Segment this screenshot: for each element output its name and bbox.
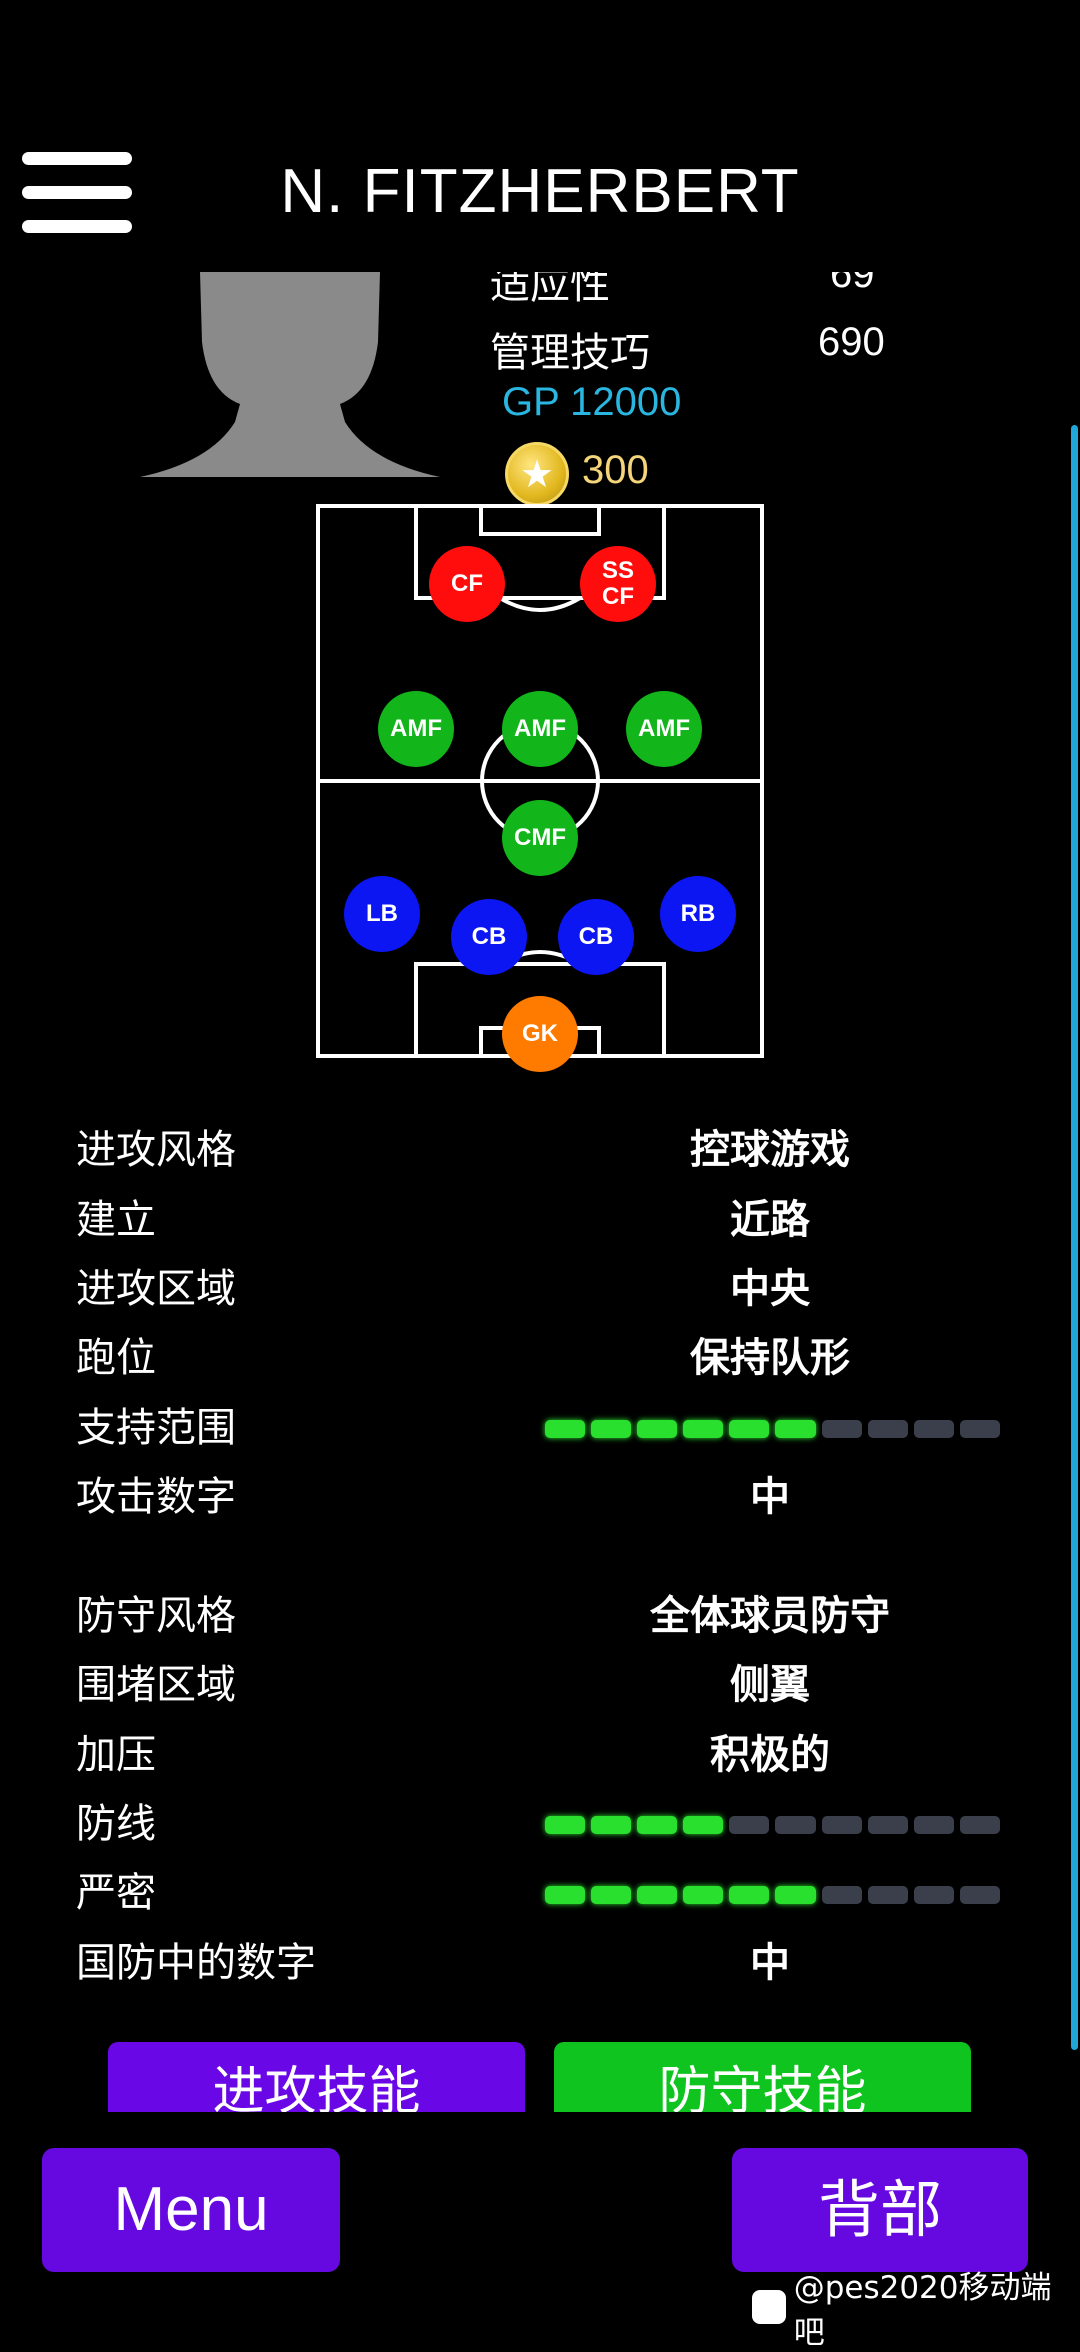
player-marker-lb[interactable]: LB bbox=[344, 876, 420, 952]
attack-style-label: 进攻风格 bbox=[76, 1127, 236, 1173]
positioning-value[interactable]: 保持队形 bbox=[690, 1335, 850, 1381]
compactness-bar[interactable] bbox=[545, 1886, 1000, 1904]
bar-segment bbox=[867, 1420, 908, 1438]
player-marker-cb[interactable]: CB bbox=[451, 899, 527, 975]
defensive-line-bar[interactable] bbox=[545, 1816, 1000, 1834]
player-marker-cf[interactable]: CF bbox=[429, 546, 505, 622]
bar-segment bbox=[637, 1420, 678, 1438]
pitch-lines bbox=[316, 504, 764, 1058]
stat-value-adaptability: 69 bbox=[830, 272, 875, 296]
menu-button[interactable]: Menu bbox=[42, 2148, 340, 2272]
bar-segment bbox=[821, 1886, 862, 1904]
buildup-value[interactable]: 近路 bbox=[730, 1197, 810, 1243]
attack-area-value[interactable]: 中央 bbox=[730, 1266, 810, 1312]
bar-segment bbox=[729, 1886, 770, 1904]
support-range-bar[interactable] bbox=[545, 1420, 1000, 1438]
support-range-label: 支持范围 bbox=[76, 1405, 236, 1451]
scrollbar[interactable] bbox=[1071, 425, 1078, 2050]
player-marker-amf[interactable]: AMF bbox=[626, 691, 702, 767]
attack-skills-button[interactable]: 进攻技能 bbox=[108, 2042, 525, 2112]
defense-skills-button[interactable]: 防守技能 bbox=[554, 2042, 971, 2112]
bar-segment bbox=[959, 1886, 1000, 1904]
bar-segment bbox=[775, 1420, 816, 1438]
player-avatar-silhouette bbox=[140, 272, 440, 477]
attack-area-label: 进攻区域 bbox=[76, 1266, 236, 1312]
stat-label-management: 管理技巧 bbox=[490, 330, 650, 376]
buildup-label: 建立 bbox=[76, 1197, 156, 1243]
bar-segment bbox=[683, 1886, 724, 1904]
page-title: N. FITZHERBERT bbox=[280, 157, 800, 226]
bar-segment bbox=[545, 1816, 586, 1834]
bar-segment bbox=[683, 1420, 724, 1438]
compactness-label: 严密 bbox=[76, 1870, 156, 1916]
player-marker-amf[interactable]: AMF bbox=[378, 691, 454, 767]
attack-style-value[interactable]: 控球游戏 bbox=[690, 1127, 850, 1173]
containment-area-label: 围堵区域 bbox=[76, 1662, 236, 1708]
bar-segment bbox=[591, 1816, 632, 1834]
bar-segment bbox=[867, 1816, 908, 1834]
bar-segment bbox=[591, 1420, 632, 1438]
star-coin-icon: ★ bbox=[505, 442, 569, 506]
gp-cost: GP 12000 bbox=[502, 380, 682, 424]
defense-numbers-label: 国防中的数字 bbox=[76, 1940, 316, 1986]
attack-numbers-label: 攻击数字 bbox=[76, 1474, 236, 1520]
defense-style-value[interactable]: 全体球员防守 bbox=[650, 1593, 890, 1639]
stat-label-adaptability: 适应性 bbox=[490, 272, 610, 308]
bar-segment bbox=[959, 1816, 1000, 1834]
defensive-line-label: 防线 bbox=[76, 1801, 156, 1847]
player-marker-cmf[interactable]: CMF bbox=[502, 800, 578, 876]
bar-segment bbox=[591, 1886, 632, 1904]
pressure-value[interactable]: 积极的 bbox=[710, 1732, 830, 1778]
bar-segment bbox=[683, 1816, 724, 1834]
defense-style-label: 防守风格 bbox=[76, 1593, 236, 1639]
bar-segment bbox=[775, 1886, 816, 1904]
coin-cost: 300 bbox=[582, 448, 649, 492]
back-button[interactable]: 背部 bbox=[732, 2148, 1028, 2272]
attack-numbers-value[interactable]: 中 bbox=[750, 1474, 790, 1520]
watermark-text: @pes2020移动端吧 bbox=[793, 2270, 1052, 2351]
watermark: @pes2020移动端吧 bbox=[752, 2262, 1080, 2352]
bar-segment bbox=[867, 1886, 908, 1904]
bar-segment bbox=[913, 1886, 954, 1904]
bar-segment bbox=[959, 1420, 1000, 1438]
positioning-label: 跑位 bbox=[76, 1335, 156, 1381]
pressure-label: 加压 bbox=[76, 1732, 156, 1778]
bar-segment bbox=[913, 1420, 954, 1438]
hamburger-menu-icon[interactable] bbox=[22, 152, 132, 234]
player-marker-gk[interactable]: GK bbox=[502, 996, 578, 1072]
bar-segment bbox=[545, 1886, 586, 1904]
bar-segment bbox=[637, 1816, 678, 1834]
bar-segment bbox=[775, 1816, 816, 1834]
player-marker-rb[interactable]: RB bbox=[660, 876, 736, 952]
bar-segment bbox=[913, 1816, 954, 1834]
containment-area-value[interactable]: 侧翼 bbox=[730, 1662, 810, 1708]
bar-segment bbox=[729, 1420, 770, 1438]
player-marker-cb[interactable]: CB bbox=[558, 899, 634, 975]
bar-segment bbox=[821, 1420, 862, 1438]
player-marker-amf[interactable]: AMF bbox=[502, 691, 578, 767]
bar-segment bbox=[637, 1886, 678, 1904]
stat-value-management: 690 bbox=[818, 320, 885, 364]
defense-numbers-value[interactable]: 中 bbox=[750, 1940, 790, 1986]
bar-segment bbox=[821, 1816, 862, 1834]
tieba-logo-icon bbox=[752, 2290, 786, 2324]
bar-segment bbox=[545, 1420, 586, 1438]
bar-segment bbox=[729, 1816, 770, 1834]
